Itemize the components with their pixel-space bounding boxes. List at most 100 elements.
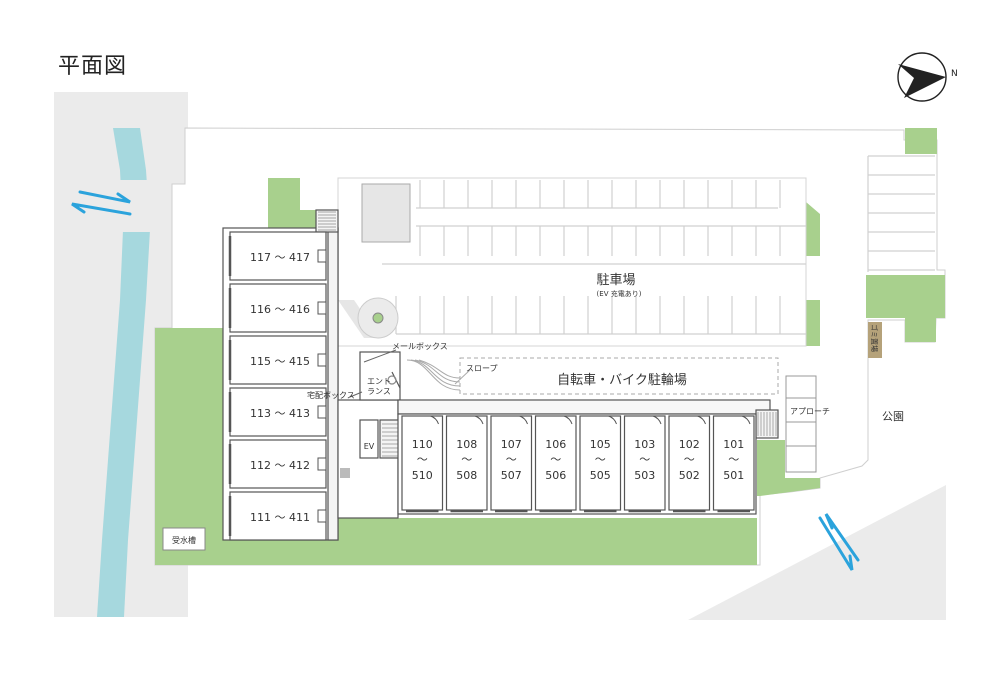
unit-number-tilde: ～ [550, 453, 561, 466]
gray-marker [340, 468, 350, 478]
unit-west: 113 ～ 413 [228, 387, 327, 437]
unit-door-swing [608, 415, 617, 425]
unit-number-bottom: 505 [590, 469, 611, 482]
east-parking-stalls [867, 155, 935, 272]
unit-south: 108 ～ 508 [445, 415, 488, 513]
slope-leader [454, 369, 471, 385]
unit-room [229, 491, 327, 541]
unit-door-swing [741, 415, 751, 425]
traffic-arrow-southeast [818, 516, 854, 571]
elevator-label: EV [364, 442, 375, 451]
entrance-label-line1: エント [367, 377, 391, 386]
unit-label: 117 ～ 417 [250, 251, 310, 264]
approach [785, 375, 817, 473]
approach-label: アプローチ [790, 407, 830, 416]
unit-number-top: 102 [679, 438, 700, 451]
unit-number-bottom: 503 [634, 469, 655, 482]
green-west [155, 328, 338, 565]
west-corridor [327, 227, 339, 541]
unit-west: 115 ～ 415 [228, 335, 327, 385]
unit-label: 116 ～ 416 [250, 303, 310, 316]
mailbox-leader [363, 349, 397, 363]
unit-door-swing [474, 415, 484, 425]
unit-west: 117 ～ 417 [228, 231, 327, 281]
green-south [338, 518, 757, 565]
traffic-arrows-west [71, 190, 132, 216]
unit-south: 103 ～ 503 [623, 415, 666, 513]
river [97, 128, 150, 617]
unit-west: 116 ～ 416 [228, 283, 327, 333]
unit-room [229, 283, 327, 333]
unit-door [317, 353, 327, 367]
unit-south: 107 ～ 507 [490, 415, 533, 513]
unit-room [623, 415, 666, 511]
unit-number-tilde: ～ [639, 453, 650, 466]
unit-room [445, 415, 488, 511]
green-right [866, 275, 945, 342]
unit-south: 102 ～ 502 [668, 415, 711, 513]
equipment-box [361, 183, 411, 243]
unit-door [317, 301, 327, 315]
unit-number-top: 103 [634, 438, 655, 451]
unit-door [317, 249, 327, 263]
north-compass [897, 52, 947, 102]
bike-parking-area [459, 357, 779, 395]
unit-number-tilde: ～ [684, 453, 695, 466]
unit-south: 101～501 [712, 415, 755, 513]
parking-stalls [382, 180, 806, 335]
unit-door [317, 457, 327, 471]
parking-surface [337, 177, 807, 347]
bike-parking: 自転車・バイク駐輪場 [459, 357, 779, 395]
unit-number-bottom: 502 [679, 469, 700, 482]
entrance-label-line2: ランス [367, 387, 391, 396]
unit-room [712, 415, 755, 511]
green-east [757, 440, 820, 496]
unit-label: 112 ～ 412 [250, 459, 310, 472]
slope [406, 359, 471, 391]
unit-door-swing [430, 415, 439, 425]
water-tank-box [162, 527, 206, 551]
unit-number-tilde: ～ [461, 453, 472, 466]
traffic-arrow-east [78, 190, 131, 204]
roundabout-center [372, 312, 384, 324]
water-tank-label: 受水槽 [172, 535, 196, 545]
unit-number-top: 108 [456, 438, 477, 451]
delivery-box-label: 宅配ボックス [307, 390, 355, 400]
turnaround [338, 297, 399, 339]
south-units: 110～510108～508107～507106～506105～505103～5… [401, 415, 755, 513]
unit-number-bottom: 501 [723, 469, 744, 482]
slope-label: スロープ [466, 364, 498, 373]
unit-number-tilde: ～ [595, 453, 606, 466]
unit-number-tilde: ～ [417, 453, 428, 466]
mailbox-label: メールボックス [392, 342, 448, 351]
unit-door [317, 509, 327, 523]
unit-room [229, 439, 327, 489]
slope-line [410, 359, 461, 387]
unit-room [229, 387, 327, 437]
traffic-arrows-southeast [818, 513, 860, 571]
parking-sublabel: (EV 充電あり) [597, 289, 642, 298]
traffic-arrow-west [71, 202, 132, 216]
north-arrow-icon [898, 64, 946, 98]
north-label: N [951, 69, 958, 79]
unit-number-bottom: 507 [501, 469, 522, 482]
unit-number-bottom: 508 [456, 469, 477, 482]
unit-west: 112 ～ 412 [228, 439, 327, 489]
unit-door-swing [563, 415, 573, 425]
trash-area-box [868, 322, 882, 358]
unit-number-top: 107 [501, 438, 522, 451]
unit-room [579, 415, 622, 511]
parking-lot: 駐車場 (EV 充電あり) [337, 177, 807, 347]
west-road [54, 92, 82, 617]
unit-room [401, 415, 444, 511]
unit-number-top: 105 [590, 438, 611, 451]
unit-number-tilde: ～ [728, 453, 739, 466]
unit-south: 110～510 [401, 415, 444, 513]
unit-number-tilde: ～ [506, 453, 517, 466]
west-stair-steps [318, 211, 336, 231]
green-top-right [905, 128, 937, 154]
unit-west: 111 ～ 411 [228, 491, 327, 541]
entrance-auto-door [387, 375, 397, 385]
